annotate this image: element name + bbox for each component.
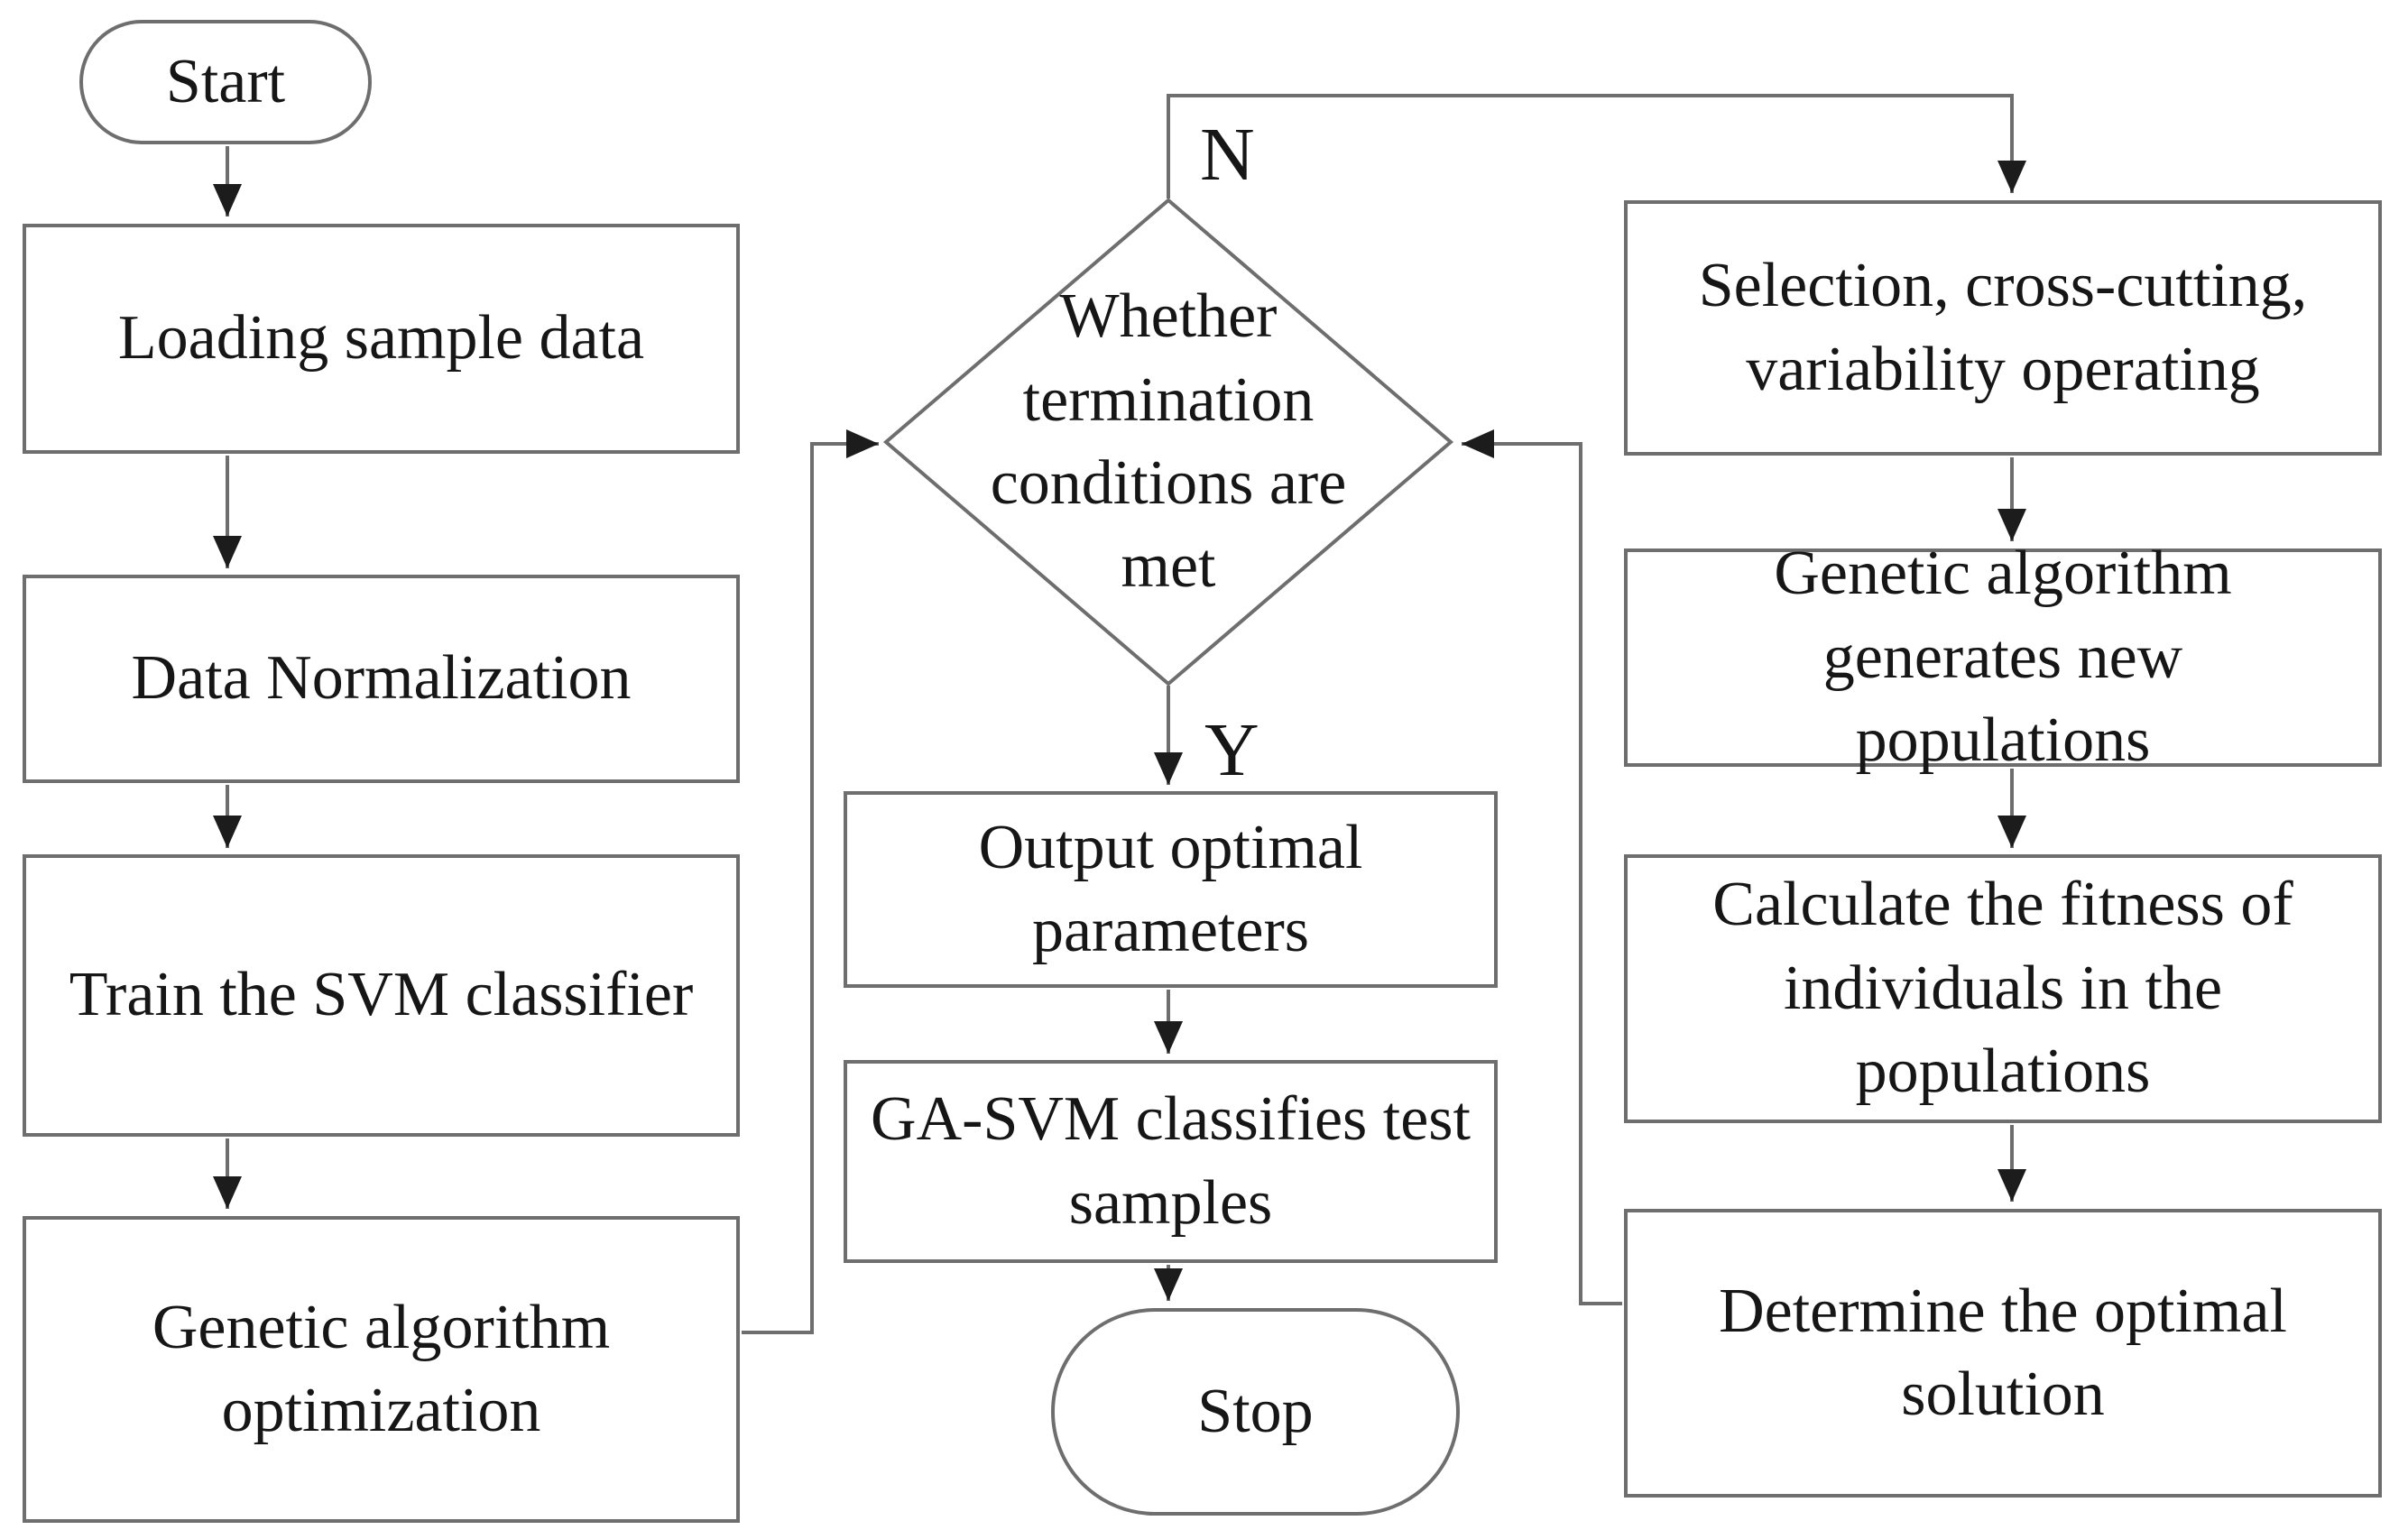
ga-svm-classifies-box: GA-SVM classifies test samples [844, 1060, 1498, 1263]
branch-label-yes: Y [1204, 708, 1259, 792]
start-terminator: Start [79, 20, 372, 144]
loading-sample-data-box: Loading sample data [23, 224, 740, 454]
edge-ga-opt-to-decision [742, 429, 879, 1334]
termination-decision-text: Whether termination conditions are met [990, 281, 1347, 602]
edge-decision-no-to-selection [1167, 94, 2026, 198]
generate-populations-box: Genetic algorithm generates new populati… [1624, 539, 2382, 775]
data-normalization-box: Data Normalization [23, 575, 740, 783]
calculate-fitness-box: Calculate the fitness of individuals in … [1624, 854, 2382, 1123]
genetic-algorithm-optimization-box: Genetic algorithm optimization [23, 1216, 740, 1523]
output-optimal-parameters-box: Output optimal parameters [844, 791, 1498, 988]
decision-diamond-shape [882, 198, 1454, 687]
edge-determine-to-decision [1462, 429, 1622, 1305]
stop-terminator: Stop [1051, 1308, 1460, 1516]
selection-crosscutting-box: Selection, cross-cutting, variability op… [1624, 200, 2382, 456]
determine-optimal-solution-box: Determine the optimal solution [1624, 1209, 2382, 1498]
branch-label-no: N [1200, 113, 1255, 197]
train-svm-classifier-box: Train the SVM classifier [23, 854, 740, 1137]
